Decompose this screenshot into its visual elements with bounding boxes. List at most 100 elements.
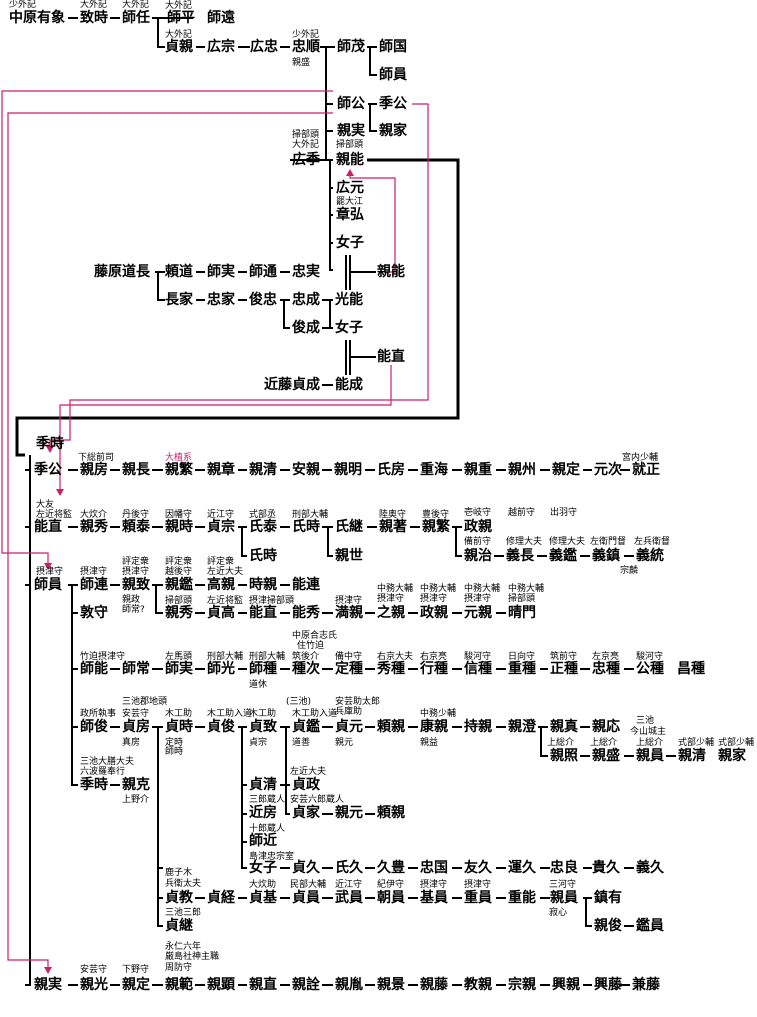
title-note: 上総介 xyxy=(636,738,664,748)
person-name: 親景 xyxy=(377,977,405,993)
title-note: 真房 xyxy=(122,738,141,748)
person-name: 師員 xyxy=(34,577,62,593)
title-note: 掃部頭 xyxy=(508,594,536,604)
title-note: 左馬頭 xyxy=(165,652,193,662)
person-name: 氏久 xyxy=(335,860,363,876)
person-name: 信種 xyxy=(464,661,492,677)
title-note: 摂津守 xyxy=(420,594,448,604)
title-note: 評定衆 xyxy=(165,557,193,567)
person-name: 貞政 xyxy=(292,777,320,793)
person-name: 貞教 xyxy=(165,890,193,906)
person-name: 親重 xyxy=(464,462,492,478)
person-name: 貞俊 xyxy=(207,719,235,735)
person-name: 親克 xyxy=(122,777,150,793)
title-note: 安芸守 xyxy=(122,709,150,719)
person-name: 季公 xyxy=(34,462,62,478)
person-name: 師通 xyxy=(249,264,277,280)
person-name: 義長 xyxy=(506,548,534,564)
title-note: 島津忠宗室 xyxy=(249,852,295,862)
title-note: 大炊介 xyxy=(80,510,108,520)
person-name: 頼親 xyxy=(377,805,405,821)
person-name: 親元 xyxy=(335,805,363,821)
person-name: 貞鑑 xyxy=(292,719,320,735)
person-name: 親定 xyxy=(122,977,150,993)
person-name: 親範 xyxy=(165,977,193,993)
person-name: 昌種 xyxy=(677,661,705,677)
person-name: 貞元 xyxy=(335,719,363,735)
title-note: 修理大夫 xyxy=(506,537,543,547)
person-name: 季時 xyxy=(80,777,108,793)
person-name: 季時 xyxy=(36,436,64,452)
person-name: 俊忠 xyxy=(249,292,277,308)
person-name: 親著 xyxy=(379,519,407,535)
person-name: 親時 xyxy=(165,519,193,535)
person-name: 親秀 xyxy=(165,605,193,621)
title-note: 師常? xyxy=(122,605,145,615)
person-name: 義久 xyxy=(636,860,664,876)
person-name: 貞時 xyxy=(165,719,193,735)
person-name: 氏継 xyxy=(335,519,363,535)
title-note: 宮内少輔 xyxy=(622,453,659,463)
person-name: 親応 xyxy=(592,719,620,735)
title-note: 親元 xyxy=(335,738,354,748)
title-note: 三池三郎 xyxy=(165,908,202,918)
person-name: 貴久 xyxy=(592,860,620,876)
person-name: 親員 xyxy=(636,748,664,764)
title-note: 三河守 xyxy=(549,880,577,890)
person-name: 公種 xyxy=(636,661,664,677)
person-name: 教親 xyxy=(464,977,492,993)
title-note: 掃部頭 xyxy=(165,596,193,606)
person-name: 師常 xyxy=(122,661,150,677)
title-note: 定時 xyxy=(165,738,184,748)
person-name: 元次 xyxy=(594,462,622,478)
title-note: 鹿子木 xyxy=(165,868,193,878)
person-name: 親明 xyxy=(334,462,362,478)
title-note: 左近将監 xyxy=(207,596,244,606)
title-note: 上野介 xyxy=(122,795,150,805)
title-note: 修理大夫 xyxy=(549,537,586,547)
person-name: 武員 xyxy=(335,890,363,906)
person-name: 親秀 xyxy=(80,519,108,535)
person-name: 親清 xyxy=(249,462,277,478)
title-note: 三郎蔵人 xyxy=(249,795,286,805)
person-name: 師茂 xyxy=(337,39,365,55)
title-note: 竹迫摂津守 xyxy=(80,652,126,662)
person-name: 敦守 xyxy=(80,605,108,621)
title-note: 摂津守 xyxy=(464,594,492,604)
person-name: 重員 xyxy=(464,890,492,906)
person-name: 俊成 xyxy=(292,320,320,336)
title-note: 駿河守 xyxy=(464,652,492,662)
person-name: 頼道 xyxy=(165,264,193,280)
person-name: 能連 xyxy=(292,577,320,593)
person-name: 師平 xyxy=(167,10,195,26)
person-name: 之親 xyxy=(377,605,405,621)
person-name: 師国 xyxy=(379,39,407,55)
person-name: 重海 xyxy=(420,462,448,478)
title-note: 兵庫助 xyxy=(335,707,363,717)
person-name: 親真 xyxy=(550,719,578,735)
person-name: 広忠 xyxy=(250,39,278,55)
person-name: 親盛 xyxy=(592,748,620,764)
person-name: 氏泰 xyxy=(249,519,277,535)
title-note: 左近将監 xyxy=(36,510,73,520)
person-name: 親員 xyxy=(550,890,578,906)
person-name: 師種 xyxy=(249,661,277,677)
person-name: 貞宗 xyxy=(207,519,235,535)
person-name: 近房 xyxy=(249,805,277,821)
person-name: 親直 xyxy=(249,977,277,993)
person-name: 基員 xyxy=(420,890,448,906)
title-note: 式部丞 xyxy=(249,510,277,520)
person-name: 親長 xyxy=(122,462,150,478)
person-name: 親繁 xyxy=(165,462,193,478)
title-note: 安芸六郎蔵人 xyxy=(290,795,345,805)
person-name: 親治 xyxy=(464,548,492,564)
person-name: 政親 xyxy=(420,605,448,621)
title-note: 左近大夫 xyxy=(290,767,327,777)
person-name: 貞親 xyxy=(165,39,193,55)
title-note: 摂津守 xyxy=(36,567,64,577)
person-name: 師遠 xyxy=(207,10,235,26)
title-note: 少外記 xyxy=(292,30,320,40)
person-name: 貞継 xyxy=(165,918,193,934)
title-note: 近江守 xyxy=(207,510,235,520)
